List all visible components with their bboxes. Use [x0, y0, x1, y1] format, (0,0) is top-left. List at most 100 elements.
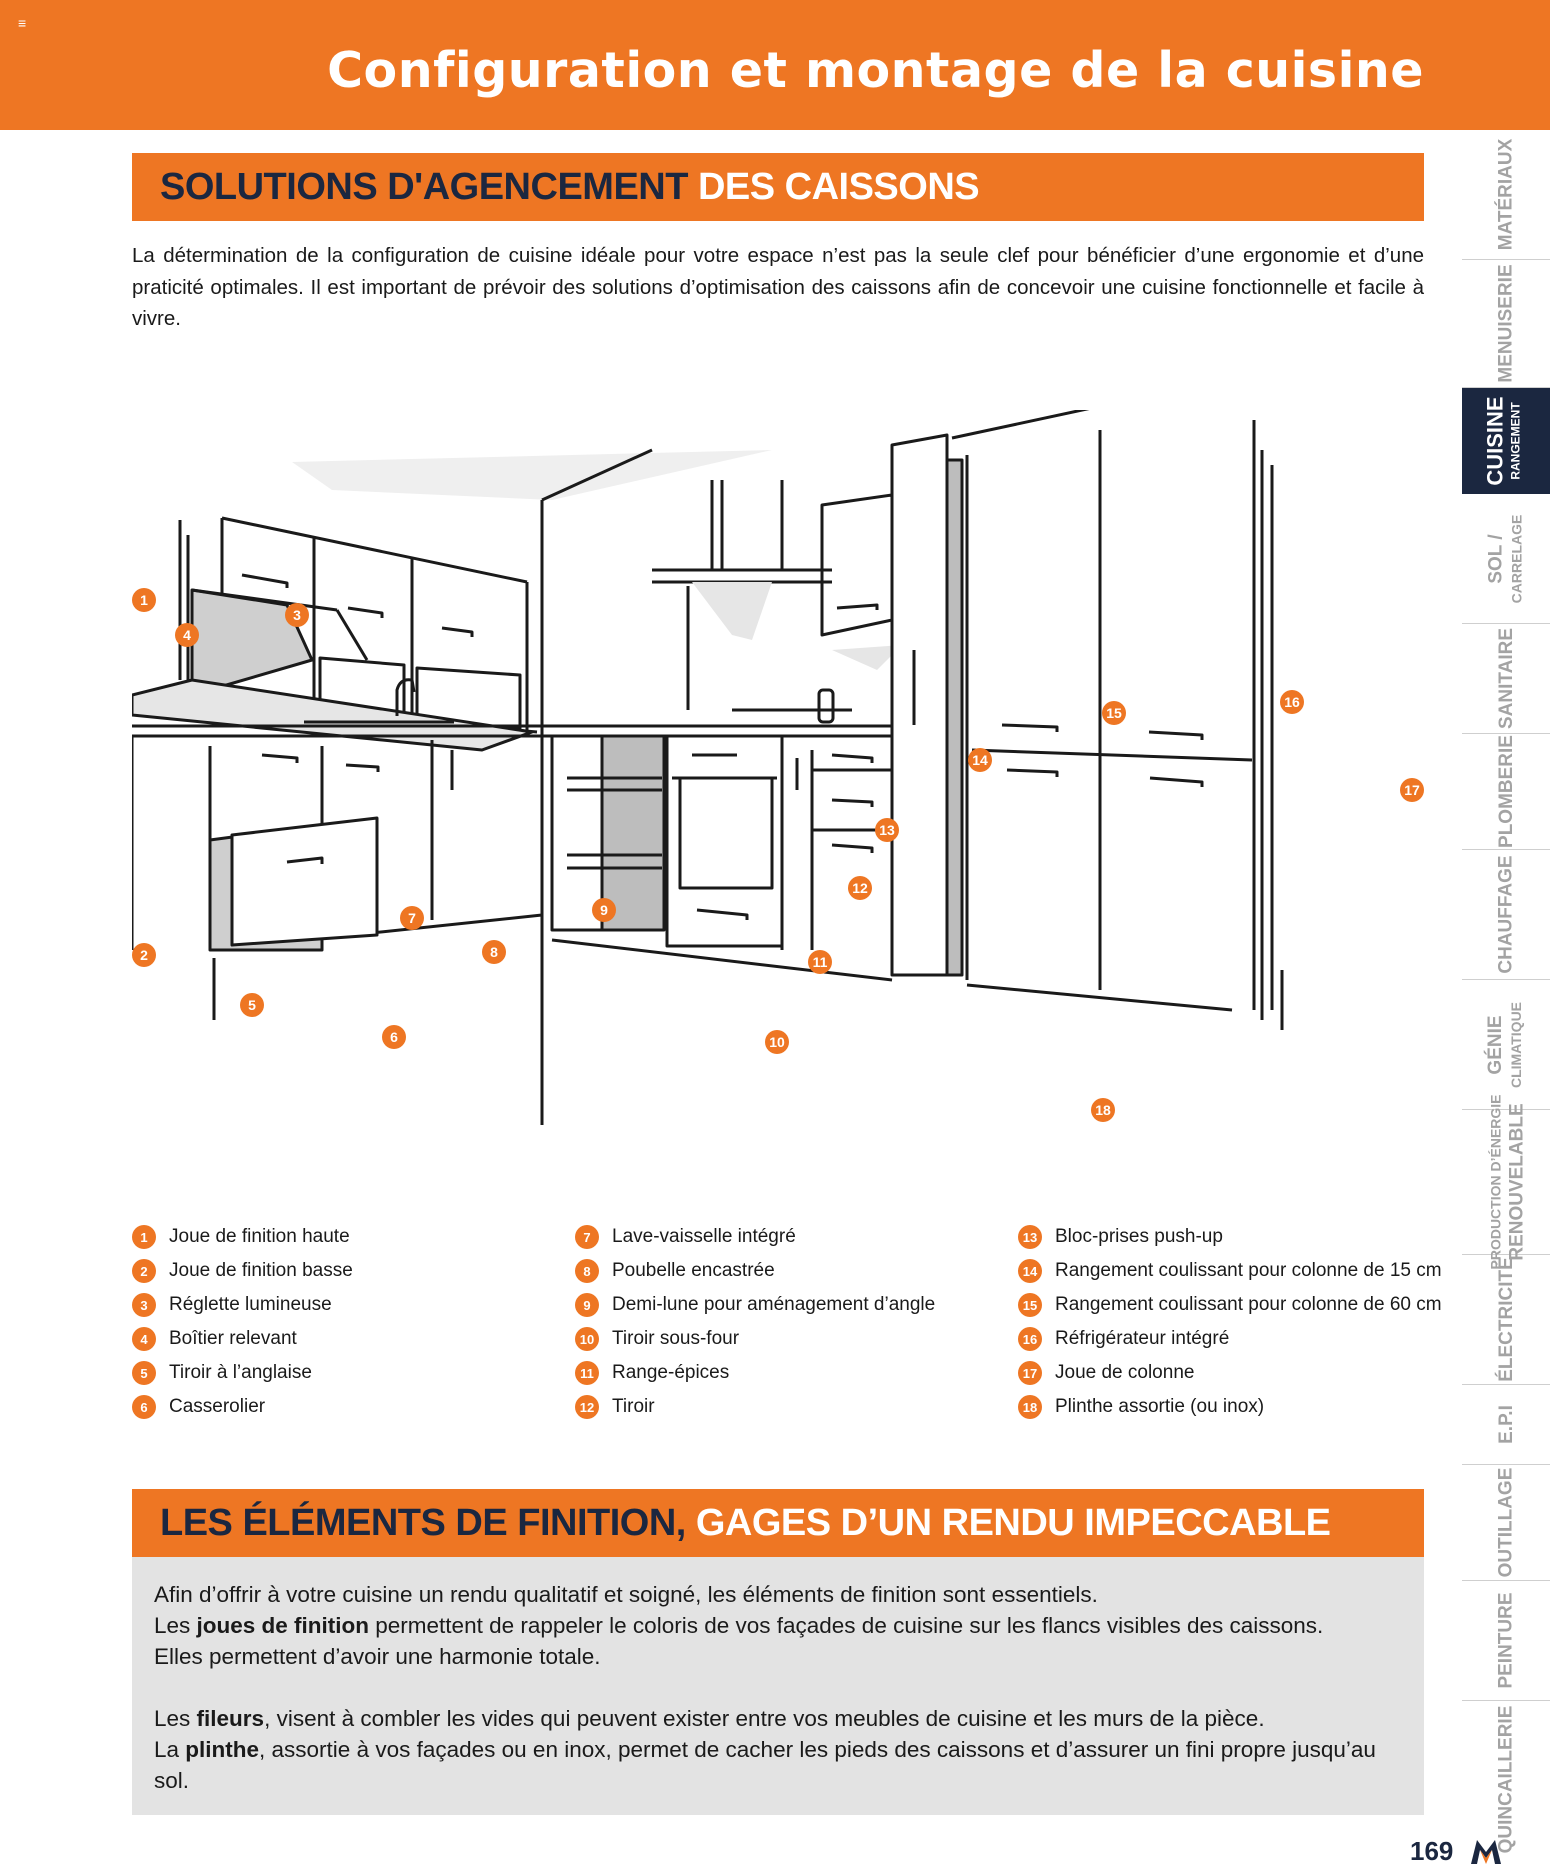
intro-paragraph: La détermination de la configuration de …: [132, 244, 1424, 330]
tab-label: PRODUCTION D’ÉNERGIE: [1487, 1094, 1504, 1270]
legend-number: 17: [1018, 1361, 1042, 1385]
legend-number: 3: [132, 1293, 156, 1317]
tab-peinture[interactable]: PEINTURE: [1462, 1581, 1550, 1701]
tab-label: SOL /: [1485, 533, 1507, 584]
section-title-dark: LES ÉLÉMENTS DE FINITION,: [160, 1501, 686, 1544]
legend-label: Plinthe assortie (ou inox): [1055, 1396, 1265, 1417]
text: Elles permettent d’avoir une harmonie to…: [154, 1644, 601, 1669]
bold-term: fileurs: [196, 1706, 265, 1731]
text: La: [154, 1737, 186, 1762]
legend-number: 18: [1018, 1395, 1042, 1419]
tab-plomberie[interactable]: PLOMBERIE: [1462, 734, 1550, 850]
legend-label: Bloc-prises push-up: [1055, 1226, 1223, 1247]
tab-sublabel: CARRELAGE: [1508, 514, 1525, 603]
legend-label: Rangement coulissant pour colonne de 15 …: [1055, 1260, 1442, 1281]
tab-outillage[interactable]: OUTILLAGE: [1462, 1465, 1550, 1581]
callout-7: 7: [408, 910, 416, 926]
tab-label: CUISINE: [1483, 396, 1508, 486]
callout-14: 14: [972, 752, 988, 768]
callout-6: 6: [390, 1029, 398, 1045]
tab-menuiserie[interactable]: MENUISERIE: [1462, 260, 1550, 388]
section-banner-caissons: SOLUTIONS D'AGENCEMENT DES CAISSONS: [132, 153, 1424, 221]
callout-18: 18: [1095, 1102, 1111, 1118]
tab-label: QUINCAILLERIE: [1495, 1705, 1517, 1853]
finition-text-box: Afin d’offrir à votre cuisine un rendu q…: [132, 1557, 1424, 1815]
tab-quincaillerie[interactable]: QUINCAILLERIE: [1462, 1701, 1550, 1857]
paragraph-finition-2: Les fileurs, visent à combler les vides …: [154, 1703, 1402, 1796]
legend-number: 13: [1018, 1225, 1042, 1249]
legend-item: 14 Rangement coulissant pour colonne de 1…: [1018, 1254, 1442, 1288]
legend-item: 12 Tiroir: [575, 1390, 935, 1424]
legend-number: 1: [132, 1225, 156, 1249]
text: , assortie à vos façades ou en inox, per…: [154, 1737, 1376, 1793]
tab-materiaux[interactable]: MATÉRIAUX: [1462, 130, 1550, 260]
legend-number: 5: [132, 1361, 156, 1385]
tab-label: PLOMBERIE: [1495, 735, 1517, 848]
text: , visent à combler les vides qui peuvent…: [264, 1706, 1265, 1731]
text: permettent de rappeler le coloris de vos…: [369, 1613, 1324, 1638]
legend-label: Joue de finition basse: [169, 1260, 353, 1281]
callout-1: 1: [140, 592, 148, 608]
tab-electricite[interactable]: ÉLECTRICITÉ: [1462, 1255, 1550, 1385]
tab-label: MATÉRIAUX: [1495, 138, 1517, 251]
legend-label: Poubelle encastrée: [612, 1260, 775, 1281]
callout-10: 10: [769, 1034, 785, 1050]
bold-term: joues de finition: [196, 1613, 370, 1638]
callout-9: 9: [600, 902, 608, 918]
tab-sol-carrelage[interactable]: SOL /CARRELAGE: [1462, 494, 1550, 624]
tab-epi[interactable]: E.P.I: [1462, 1385, 1550, 1465]
text: Afin d’offrir à votre cuisine un rendu q…: [154, 1582, 1098, 1607]
legend-label: Boîtier relevant: [169, 1328, 297, 1349]
tab-label: ÉLECTRICITÉ: [1495, 1257, 1517, 1382]
text: Les: [154, 1706, 197, 1731]
legend-label: Joue de finition haute: [169, 1226, 350, 1247]
callout-16: 16: [1284, 694, 1300, 710]
menu-icon[interactable]: ≡: [18, 15, 27, 31]
legend-item: 5 Tiroir à l’anglaise: [132, 1356, 353, 1390]
tab-label: CHAUFFAGE: [1495, 855, 1517, 974]
legend-label: Demi-lune pour aménagement d’angle: [612, 1294, 936, 1315]
header-bar: ≡ Configuration et montage de la cuisine: [0, 0, 1550, 130]
legend-item: 1 Joue de finition haute: [132, 1220, 353, 1254]
page-number: 169: [1410, 1836, 1454, 1865]
legend-label: Lave-vaisselle intégré: [612, 1226, 796, 1247]
callout-12: 12: [852, 880, 868, 896]
legend-column-3: 13 Bloc-prises push-up 14 Rangement coulis…: [1018, 1220, 1442, 1424]
legend-number: 2: [132, 1259, 156, 1283]
legend-label: Casserolier: [169, 1396, 266, 1417]
page-title: Configuration et montage de la cuisine: [327, 42, 1424, 99]
legend-number: 11: [575, 1361, 599, 1385]
legend-item: 13 Bloc-prises push-up: [1018, 1220, 1442, 1254]
tab-label: OUTILLAGE: [1495, 1467, 1517, 1578]
tab-chauffage[interactable]: CHAUFFAGE: [1462, 850, 1550, 980]
tab-sanitaire[interactable]: SANITAIRE: [1462, 624, 1550, 734]
legend-label: Tiroir: [612, 1396, 655, 1417]
bold-term: plinthe: [185, 1737, 260, 1762]
section-title-dark: SOLUTIONS D'AGENCEMENT: [160, 165, 688, 208]
legend-label: Réfrigérateur intégré: [1055, 1328, 1230, 1349]
legend-label: Tiroir sous-four: [612, 1328, 740, 1349]
legend-number: 16: [1018, 1327, 1042, 1351]
brand-logo-icon: [1471, 1840, 1501, 1864]
tab-label: MENUISERIE: [1495, 264, 1517, 383]
legend-number: 14: [1018, 1259, 1042, 1283]
legend-label: Tiroir à l’anglaise: [169, 1362, 312, 1383]
legend-item: 18 Plinthe assortie (ou inox): [1018, 1390, 1442, 1424]
callout-11: 11: [813, 954, 828, 970]
legend-number: 15: [1018, 1293, 1042, 1317]
tab-label: SANITAIRE: [1495, 628, 1517, 729]
section-banner-finition: LES ÉLÉMENTS DE FINITION, GAGES D’UN REN…: [132, 1489, 1424, 1557]
legend-number: 12: [575, 1395, 599, 1419]
